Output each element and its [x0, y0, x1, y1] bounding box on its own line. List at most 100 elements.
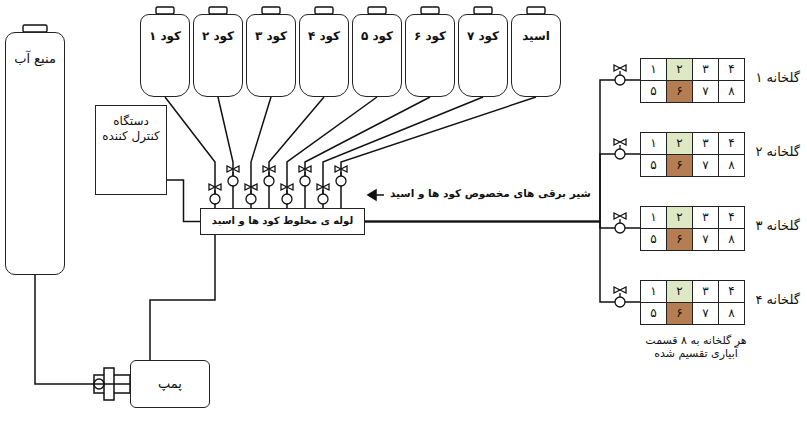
box-label: اسید — [522, 29, 550, 44]
zone-number: ۳ — [702, 210, 708, 225]
pointer-arrow — [368, 190, 384, 200]
irrigation-zone: ۱ — [640, 58, 667, 81]
solenoid-valve — [614, 287, 626, 307]
zone-number: ۸ — [728, 232, 734, 247]
irrigation-zone: ۸ — [718, 228, 745, 251]
zone-number: ۲ — [676, 284, 682, 299]
tank-cap — [156, 7, 174, 14]
greenhouse: گلخانه ۲۱۲۳۴۵۶۷۸ — [640, 132, 802, 176]
pipe-line — [218, 97, 233, 208]
tank-cap — [421, 7, 439, 14]
irrigation-zone: ۵ — [640, 154, 667, 177]
irrigation-zone: ۶ — [666, 302, 693, 325]
pipe-line — [365, 222, 640, 229]
greenhouse-label: گلخانه ۳ — [755, 218, 800, 234]
solenoid-valve — [263, 166, 275, 186]
zone-number: ۶ — [676, 232, 682, 247]
irrigation-zone: ۳ — [692, 280, 719, 303]
pump-box: پمپ — [130, 360, 210, 408]
zone-number: ۷ — [702, 158, 708, 173]
zone-number: ۳ — [702, 136, 708, 151]
box-label: کود ۵ — [361, 29, 393, 44]
callout-label: شیر برقی های مخصوص کود ها و اسید — [388, 187, 593, 199]
irrigation-zone: ۵ — [640, 302, 667, 325]
irrigation-zone: ۸ — [718, 302, 745, 325]
tank-cap — [23, 25, 47, 32]
fertilizer-tank: کود ۷ — [458, 14, 508, 97]
irrigation-zone: ۴ — [718, 58, 745, 81]
irrigation-zone: ۷ — [692, 80, 719, 103]
greenhouse: گلخانه ۴۱۲۳۴۵۶۷۸ — [640, 280, 802, 324]
tank-cap — [474, 7, 492, 14]
irrigation-zone: ۸ — [718, 80, 745, 103]
solenoid-valve — [281, 184, 293, 204]
box-label: کود ۲ — [202, 29, 234, 44]
water-tank: منبع آب — [5, 32, 65, 275]
irrigation-zone: ۳ — [692, 132, 719, 155]
irrigation-zone: ۳ — [692, 206, 719, 229]
fertilizer-tank: کود ۵ — [352, 14, 402, 97]
box-label: لوله ی مخلوط کود ها و اسید — [212, 215, 353, 228]
zone-number: ۱ — [650, 136, 656, 151]
solenoid-valve — [614, 65, 626, 85]
irrigation-zone: ۲ — [666, 280, 693, 303]
zone-number: ۶ — [676, 84, 682, 99]
zone-number: ۷ — [702, 306, 708, 321]
irrigation-zone: ۵ — [640, 80, 667, 103]
solenoid-valve — [317, 184, 329, 204]
zone-number: ۴ — [728, 284, 734, 299]
irrigation-zone: ۷ — [692, 302, 719, 325]
greenhouse-label: گلخانه ۲ — [755, 144, 800, 160]
zone-number: ۵ — [650, 306, 656, 321]
zone-number: ۶ — [676, 158, 682, 173]
zone-number: ۵ — [650, 158, 656, 173]
box-label: پمپ — [158, 376, 182, 392]
box-label: کود ۱ — [149, 29, 181, 44]
zone-number: ۵ — [650, 84, 656, 99]
irrigation-zone: ۲ — [666, 58, 693, 81]
zone-number: ۲ — [676, 62, 682, 77]
zone-number: ۴ — [728, 136, 734, 151]
pipe-line — [365, 222, 640, 303]
zone-number: ۲ — [676, 210, 682, 225]
zone-number: ۳ — [702, 284, 708, 299]
fertilizer-tank: کود ۲ — [193, 14, 243, 97]
pipe-line — [365, 154, 640, 222]
zone-number: ۳ — [702, 62, 708, 77]
tank-cap — [315, 7, 333, 14]
irrigation-zone: ۶ — [666, 154, 693, 177]
solenoid-valve — [614, 139, 626, 159]
pipe-line — [269, 97, 324, 208]
irrigation-zone: ۶ — [666, 228, 693, 251]
box-label: کود ۳ — [255, 29, 287, 44]
greenhouse-label: گلخانه ۱ — [755, 70, 800, 86]
solenoid-valve — [245, 184, 257, 204]
pipe-line — [150, 235, 215, 360]
tank-cap — [368, 7, 386, 14]
fertilizer-tank: کود ۶ — [405, 14, 455, 97]
solenoid-valve — [209, 184, 221, 204]
box-label: دستگاه کنترل کننده — [99, 114, 163, 144]
irrigation-zone: ۱ — [640, 132, 667, 155]
pipe-line — [365, 80, 640, 222]
fertilizer-tank: کود ۱ — [140, 14, 190, 97]
irrigation-zone: ۸ — [718, 154, 745, 177]
zone-number: ۱ — [650, 284, 656, 299]
solenoid-valve — [614, 213, 626, 233]
pipe-line — [167, 180, 200, 222]
box-label: کود ۴ — [308, 29, 340, 44]
zone-number: ۱ — [650, 62, 656, 77]
fertilizer-tank: کود ۴ — [299, 14, 349, 97]
irrigation-zone: ۶ — [666, 80, 693, 103]
irrigation-zone: ۴ — [718, 280, 745, 303]
greenhouse: گلخانه ۳۱۲۳۴۵۶۷۸ — [640, 206, 802, 250]
mixing-pipe: لوله ی مخلوط کود ها و اسید — [200, 208, 365, 235]
controller-box: دستگاه کنترل کننده — [95, 105, 167, 195]
zone-number: ۴ — [728, 62, 734, 77]
box-label: کود ۷ — [467, 29, 499, 44]
irrigation-zone: ۴ — [718, 132, 745, 155]
zone-number: ۶ — [676, 306, 682, 321]
zone-number: ۸ — [728, 306, 734, 321]
zone-number: ۸ — [728, 158, 734, 173]
irrigation-zone: ۲ — [666, 206, 693, 229]
